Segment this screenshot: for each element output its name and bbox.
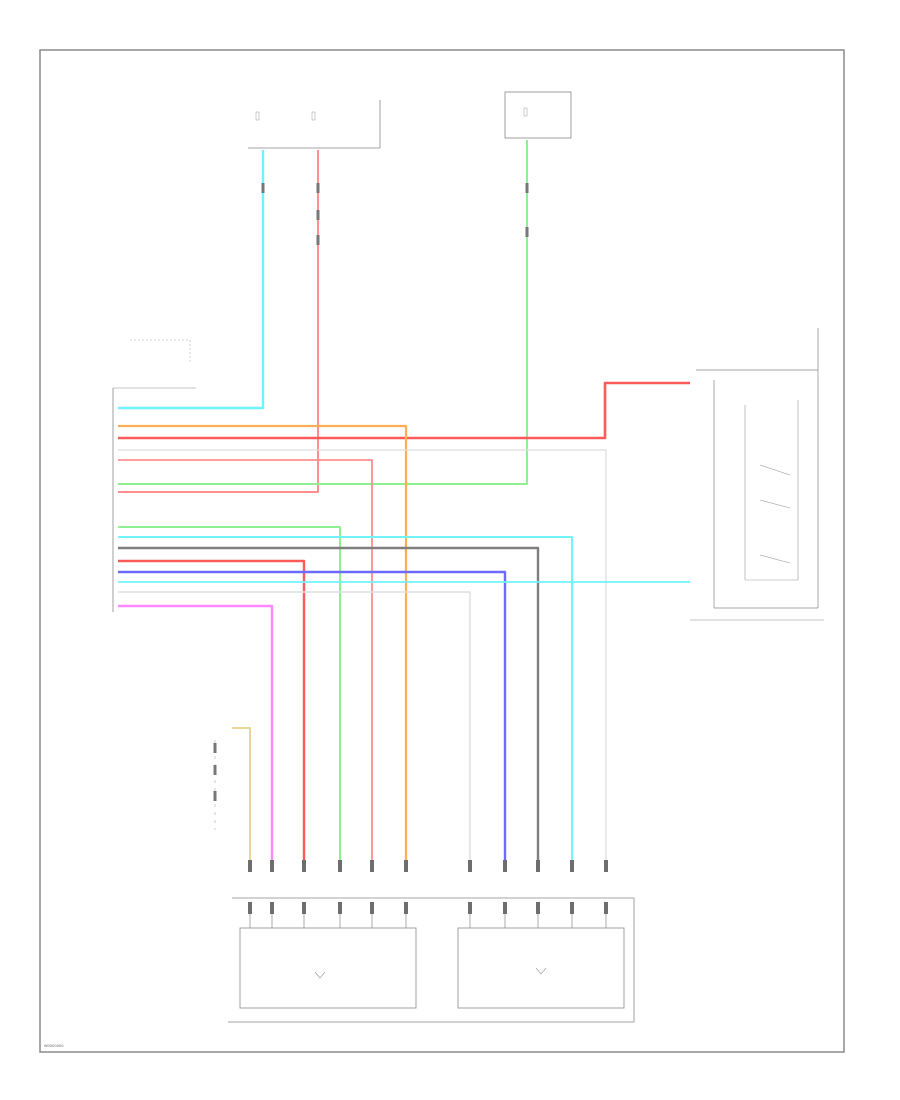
wire-red-bottom: [118, 559, 306, 866]
terminal-pin: [404, 902, 408, 914]
inline-connector: [213, 791, 217, 801]
terminal-pin: [248, 902, 252, 914]
wire-cyan-bottom: [118, 536, 573, 866]
terminal-pin: [270, 860, 274, 872]
connector-group: [213, 183, 608, 928]
motor-box-left: [239, 927, 417, 1009]
inline-connector: [213, 765, 217, 775]
wire-green-bottom: [118, 526, 341, 866]
control-module: [112, 339, 196, 612]
wire-white-switch: [118, 449, 607, 866]
fuse-box-right: [504, 91, 572, 139]
terminal-pin: [370, 902, 374, 914]
wire-blue: [118, 570, 507, 866]
wire-red-switch: [118, 381, 690, 440]
diagram-id-label: W0000000: [44, 1044, 64, 1048]
terminal-pin: [338, 860, 342, 872]
terminal-pin: [468, 860, 472, 872]
fuse-left-a: [255, 111, 260, 121]
bottom-component-box: [228, 897, 635, 1023]
inline-connector: [261, 183, 265, 193]
terminal-pin: [370, 860, 374, 872]
inline-connector: [525, 227, 529, 237]
inline-connector: [316, 183, 320, 193]
terminal-pin: [302, 902, 306, 914]
terminal-pin: [302, 860, 306, 872]
terminal-pin: [604, 860, 608, 872]
terminal-pin: [338, 902, 342, 914]
terminal-pin: [536, 860, 540, 872]
inline-connector: [316, 210, 320, 220]
wire-gray: [118, 546, 540, 866]
terminal-pin: [404, 860, 408, 872]
fuse-right-a: [523, 107, 528, 117]
terminal-pin: [248, 860, 252, 872]
terminal-pin: [503, 860, 507, 872]
wire-cyan-top: [118, 150, 265, 410]
terminal-pin: [570, 860, 574, 872]
terminal-pin: [604, 902, 608, 914]
inline-connector: [525, 183, 529, 193]
inline-connector: [213, 743, 217, 753]
diagram-frame: [39, 49, 845, 1053]
terminal-pin: [503, 902, 507, 914]
terminal-pin: [570, 902, 574, 914]
sensor-branch: [214, 727, 251, 866]
wire-pink-top: [118, 150, 319, 493]
wire-magenta: [118, 604, 274, 866]
terminal-pin: [270, 902, 274, 914]
wire-light-pink: [118, 459, 373, 866]
wire-green-top: [118, 140, 528, 485]
inline-connector: [316, 235, 320, 245]
motor-box-right: [457, 927, 625, 1009]
fuse-box-left: [248, 100, 381, 149]
terminal-pin: [468, 902, 472, 914]
wire-orange: [118, 424, 408, 866]
wire-group: [118, 140, 690, 866]
wire-white-bottom: [118, 591, 471, 866]
terminal-pin: [536, 902, 540, 914]
fuse-left-b: [311, 111, 316, 121]
switch-module: [690, 328, 824, 621]
